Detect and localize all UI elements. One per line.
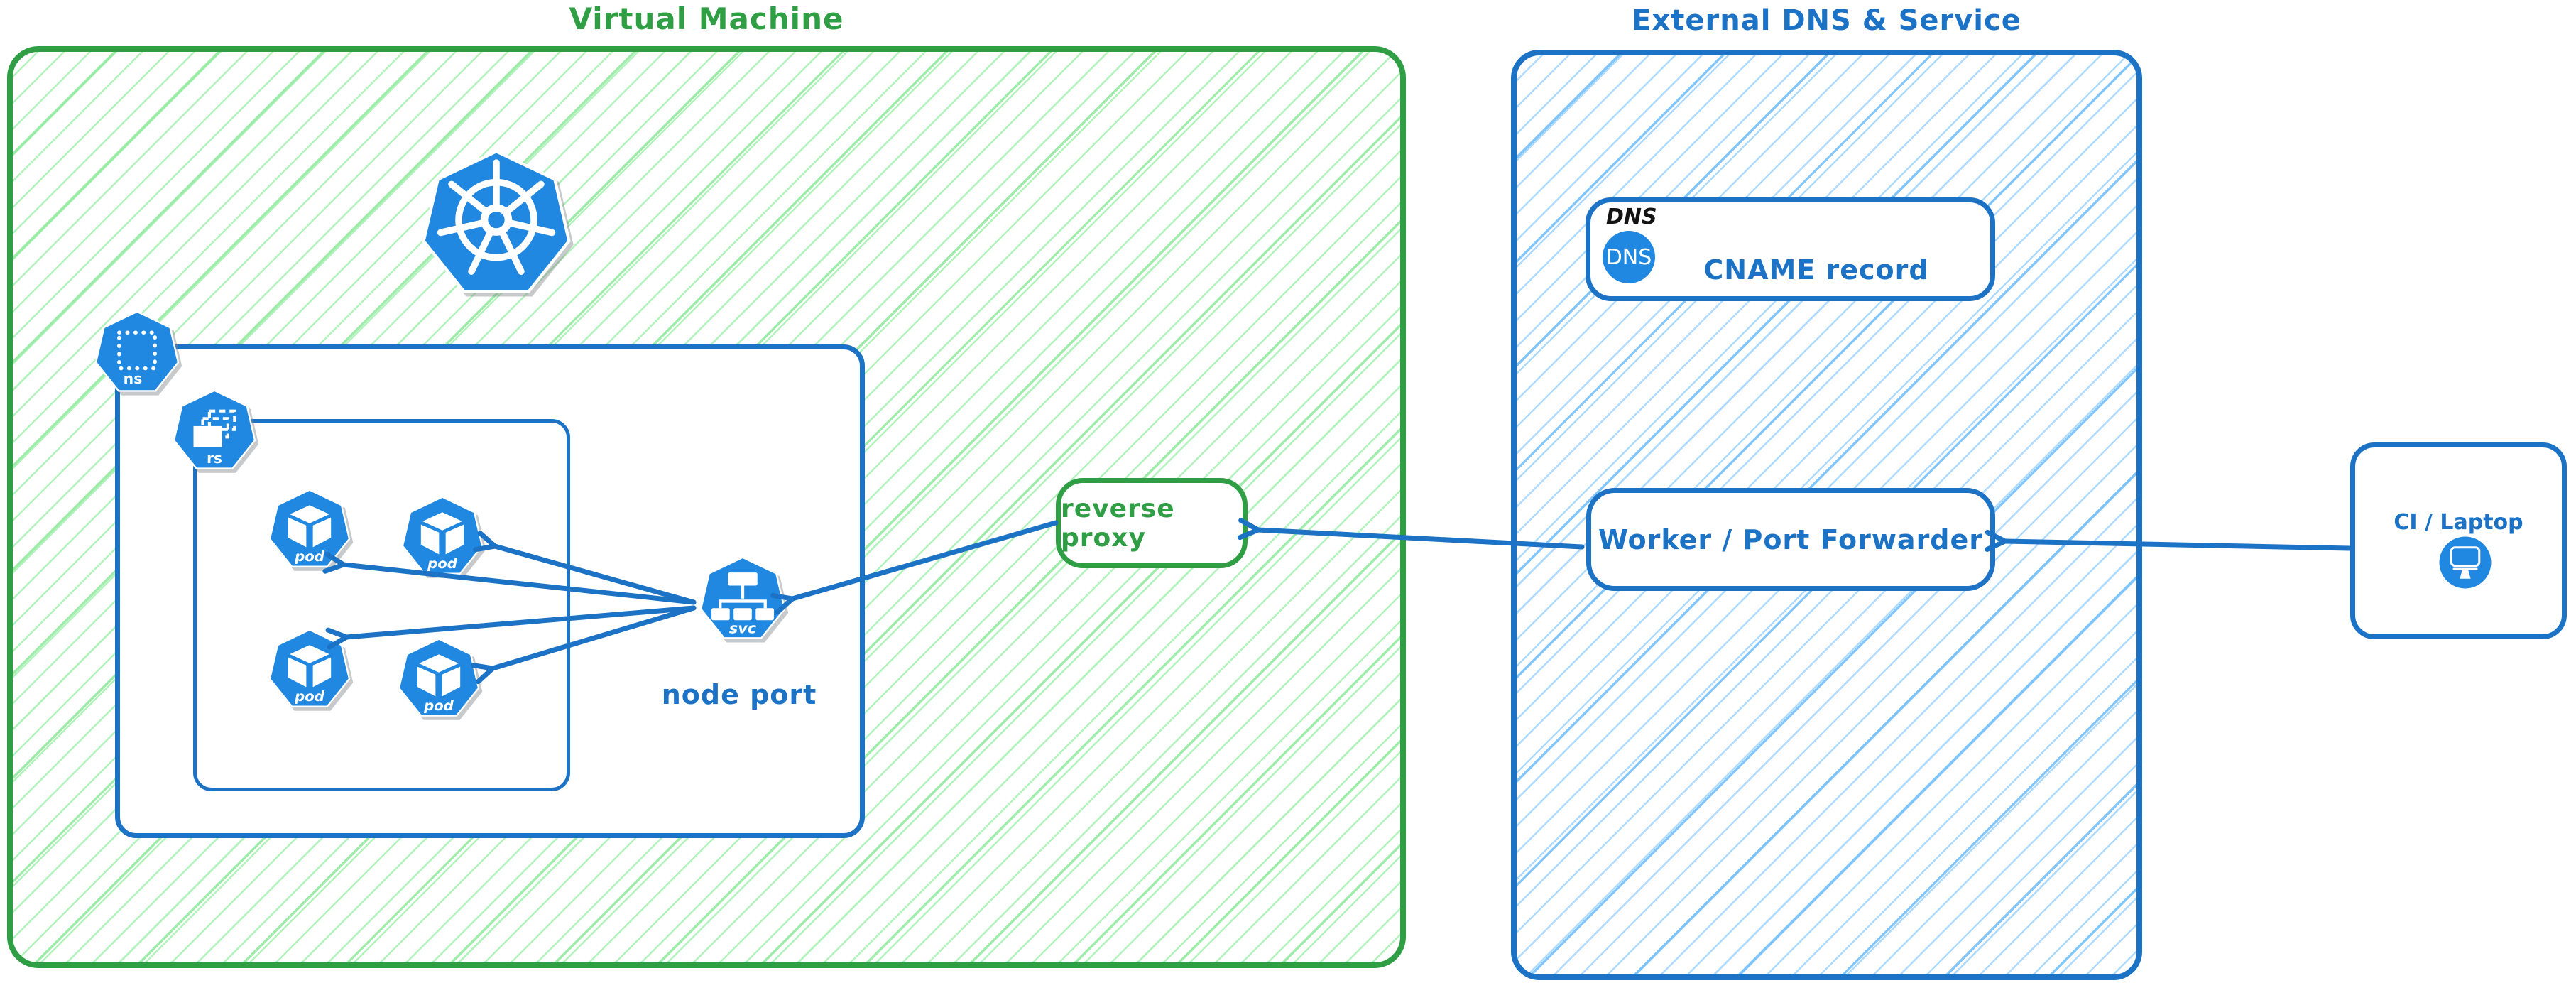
dns-icon-text: DNS — [1605, 244, 1652, 270]
virtual-machine-title: Virtual Machine — [569, 1, 844, 36]
external-dns-title: External DNS & Service — [1632, 4, 2021, 37]
ci-laptop-label: CI / Laptop — [2394, 510, 2523, 535]
reverse-proxy-label: reverse proxy — [1061, 494, 1175, 553]
namespace-icon: ns — [94, 310, 180, 396]
pod-icon: pod — [398, 638, 480, 720]
monitor-icon — [2438, 536, 2492, 590]
node-port-caption: node port — [661, 679, 817, 710]
worker-port-forwarder-label: Worker / Port Forwarder — [1598, 523, 1984, 555]
reverse-proxy-node: reverse proxy — [1056, 478, 1248, 568]
pod-icon: pod — [268, 489, 351, 571]
pod-icon-label: pod — [294, 548, 325, 565]
dns-icon: DNS — [1603, 231, 1655, 283]
cname-record-label: CNAME record — [1703, 254, 1929, 286]
pod-icon: pod — [268, 629, 351, 711]
worker-port-forwarder-node: Worker / Port Forwarder — [1586, 488, 1995, 591]
service-icon: svc — [699, 556, 786, 643]
replicaset-box — [193, 419, 570, 791]
replicaset-icon-label: rs — [207, 450, 222, 467]
namespace-icon-label: ns — [124, 370, 143, 387]
dns-card-tag: DNS — [1606, 205, 1657, 229]
pod-icon-label: pod — [423, 697, 454, 714]
replicaset-icon: rs — [173, 389, 256, 473]
pod-icon: pod — [401, 496, 484, 578]
kubernetes-logo-icon — [421, 149, 572, 300]
pod-icon-label: pod — [294, 688, 325, 705]
service-icon-label: svc — [729, 620, 757, 637]
pod-icon-label: pod — [427, 555, 458, 572]
